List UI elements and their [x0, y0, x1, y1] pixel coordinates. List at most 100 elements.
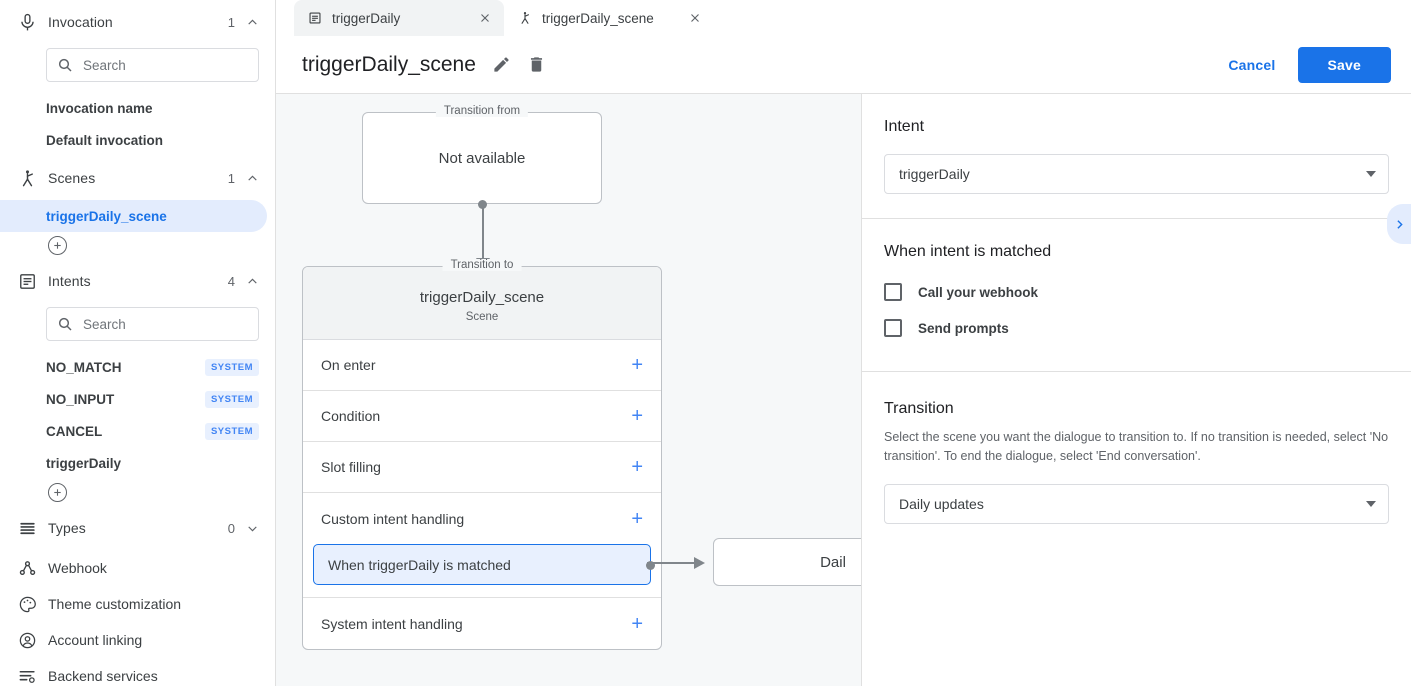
scene-row-label: Condition	[321, 408, 381, 424]
cancel-button[interactable]: Cancel	[1214, 48, 1289, 82]
add-custom-intent-handling-icon[interactable]: +	[631, 507, 643, 530]
webhook-icon	[14, 559, 40, 578]
chevron-up-icon[interactable]	[245, 15, 259, 29]
intent-section: Intent triggerDaily	[862, 94, 1411, 219]
transition-select[interactable]: Daily updates	[884, 483, 1389, 524]
pencil-icon[interactable]	[492, 55, 511, 74]
sidebar-section-intents[interactable]: Intents 4	[0, 259, 275, 303]
sidebar-item-backend-services[interactable]: Backend services	[0, 658, 275, 686]
scene-card-subtitle: Scene	[465, 311, 499, 323]
scene-card-name: triggerDaily_scene	[419, 289, 545, 306]
close-icon[interactable]	[688, 11, 702, 25]
scene-row-custom-intent-handling[interactable]: Custom intent handling +	[303, 493, 661, 544]
sidebar-item-label: Webhook	[48, 560, 107, 576]
scene-row-on-enter[interactable]: On enter +	[303, 340, 661, 391]
tab-label: triggerDaily	[332, 10, 401, 26]
scene-canvas[interactable]: Transition from Not available Transition…	[276, 94, 862, 686]
sidebar-item-default-invocation[interactable]: Default invocation	[0, 124, 275, 156]
transition-target-node[interactable]: Tr Dail	[713, 538, 861, 586]
checkbox-call-your-webhook[interactable]: Call your webhook	[884, 283, 1389, 301]
sidebar-section-label: Intents	[48, 273, 91, 289]
chevron-right-icon[interactable]	[1387, 204, 1411, 244]
scene-card-header: triggerDaily_scene Scene	[303, 267, 661, 340]
sidebar-item-no-input[interactable]: NO_INPUT SYSTEM	[0, 383, 275, 415]
save-button[interactable]: Save	[1297, 46, 1391, 83]
sidebar-section-count: 1	[227, 170, 235, 186]
sidebar-item-triggerdaily-scene[interactable]: triggerDaily_scene	[0, 200, 267, 232]
connector-start-dot	[477, 199, 487, 209]
connector-arrow-right-icon	[694, 557, 705, 569]
scene-tab-icon	[518, 11, 532, 25]
tab-triggerdaily-scene[interactable]: triggerDaily_scene	[504, 0, 714, 36]
when-intent-matched-title: When intent is matched	[884, 243, 1052, 260]
sidebar-item-label: triggerDaily	[46, 455, 122, 471]
transition-from-node[interactable]: Transition from Not available	[362, 105, 602, 204]
search-icon	[58, 58, 72, 72]
status-badge: SYSTEM	[204, 390, 259, 408]
account-icon	[14, 631, 40, 650]
add-intent-icon[interactable]	[48, 483, 67, 502]
add-on-enter-icon[interactable]: +	[631, 354, 643, 376]
sidebar-section-scenes[interactable]: Scenes 1	[0, 156, 275, 200]
intent-select-value: triggerDaily	[899, 166, 970, 182]
intents-search-wrap	[0, 303, 275, 351]
page-header: triggerDaily_scene Cancel Save	[276, 36, 1411, 94]
chevron-up-icon[interactable]	[245, 274, 259, 288]
intent-select[interactable]: triggerDaily	[884, 154, 1389, 194]
intents-search-box[interactable]	[46, 307, 259, 341]
transition-to-legend: Transition to	[442, 259, 522, 271]
checkbox-box[interactable]	[884, 283, 902, 301]
invocation-search-box[interactable]	[46, 48, 259, 82]
close-icon[interactable]	[478, 11, 492, 25]
sidebar-item-account-linking[interactable]: Account linking	[0, 622, 275, 658]
invocation-search-input[interactable]	[83, 57, 248, 73]
sidebar-section-label: Types	[48, 520, 86, 536]
checkbox-label: Call your webhook	[918, 284, 1039, 300]
scene-row-label: System intent handling	[321, 615, 463, 632]
tab-label: triggerDaily_scene	[542, 10, 654, 26]
add-slot-filling-icon[interactable]: +	[631, 456, 643, 478]
sidebar-item-invocation-name[interactable]: Invocation name	[0, 92, 275, 124]
chevron-up-icon[interactable]	[245, 171, 259, 185]
scene-row-system-intent-handling[interactable]: System intent handling +	[303, 598, 661, 649]
sidebar-item-label: NO_INPUT	[46, 391, 115, 407]
scene-row-slot-filling[interactable]: Slot filling +	[303, 442, 661, 493]
chevron-down-icon[interactable]	[245, 521, 259, 535]
sidebar-section-types[interactable]: Types 0	[0, 506, 275, 550]
add-condition-icon[interactable]: +	[631, 405, 643, 427]
palette-icon	[14, 595, 40, 614]
transition-target-text: Dail	[820, 553, 846, 571]
sidebar-item-label: Account linking	[48, 632, 143, 648]
sidebar-section-invocation[interactable]: Invocation 1	[0, 0, 275, 44]
add-system-intent-handling-icon[interactable]: +	[631, 612, 643, 635]
main-area: triggerDaily triggerDaily_scene	[276, 0, 1411, 686]
status-badge: SYSTEM	[204, 358, 259, 376]
sidebar-item-triggerdaily[interactable]: triggerDaily	[0, 447, 275, 479]
scene-row-condition[interactable]: Condition +	[303, 391, 661, 442]
checkbox-box[interactable]	[884, 319, 902, 337]
scene-row-label: On enter	[321, 357, 376, 373]
tab-bar: triggerDaily triggerDaily_scene	[276, 0, 1411, 36]
sidebar-section-count: 0	[227, 520, 235, 536]
handler-output-dot	[646, 561, 655, 570]
page-title: triggerDaily_scene	[302, 52, 476, 76]
sidebar-item-no-match[interactable]: NO_MATCH SYSTEM	[0, 351, 275, 383]
sidebar-item-theme-customization[interactable]: Theme customization	[0, 586, 275, 622]
add-intent-row	[0, 479, 275, 506]
sidebar-item-label: CANCEL	[46, 423, 103, 439]
add-scene-icon[interactable]	[48, 236, 67, 255]
scene-card[interactable]: Transition to triggerDaily_scene Scene O…	[302, 259, 662, 650]
chevron-down-icon	[1366, 171, 1376, 177]
tab-triggerdaily[interactable]: triggerDaily	[294, 0, 504, 36]
scene-row-label: Slot filling	[321, 459, 381, 475]
sidebar-item-webhook[interactable]: Webhook	[0, 550, 275, 586]
scene-row-label: Custom intent handling	[321, 510, 465, 527]
checkbox-send-prompts[interactable]: Send prompts	[884, 319, 1389, 337]
trash-icon[interactable]	[527, 55, 546, 74]
intent-handler-chip[interactable]: When triggerDaily is matched	[313, 544, 655, 585]
sidebar-item-cancel[interactable]: CANCEL SYSTEM	[0, 415, 275, 447]
types-icon	[14, 519, 40, 538]
transition-select-value: Daily updates	[899, 495, 984, 512]
sidebar-section-label: Invocation	[48, 14, 113, 30]
intents-search-input[interactable]	[83, 316, 248, 332]
